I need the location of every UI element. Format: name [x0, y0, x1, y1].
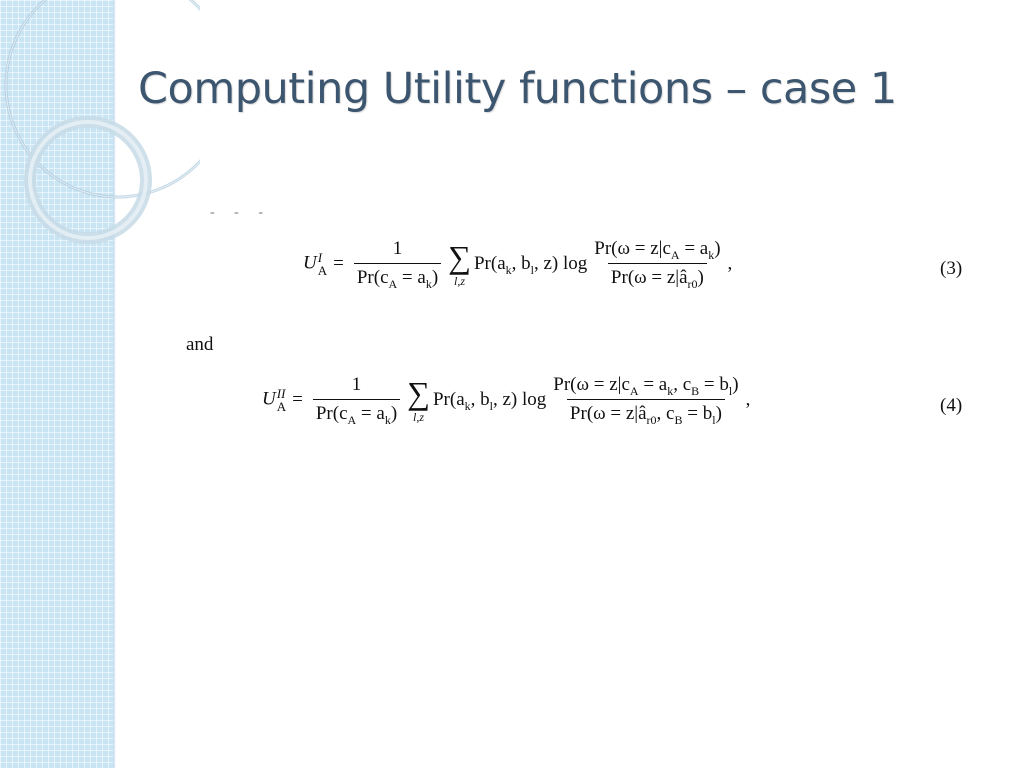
eq3-term-a: Pr(a: [473, 252, 506, 274]
eq3-frac2-den: Pr(ω = z|âr0): [607, 263, 707, 291]
eq3-term-b: , b: [511, 252, 531, 274]
eq3-sum-limits: l,z: [454, 273, 466, 288]
equation-4-number: (4): [940, 395, 963, 416]
eq4-frac2-num-close: ): [732, 374, 739, 395]
eq4-frac1-den-close: ): [390, 403, 398, 424]
decorative-rings: [4, 0, 200, 244]
eq4-trailing-comma: ,: [745, 388, 751, 410]
eq3-term-sub2: l: [530, 262, 534, 277]
eq4-frac2-num-sub2: k: [667, 384, 674, 398]
eq3-frac1-den-sub: A: [388, 277, 398, 291]
eq4-frac2-num-d: = b: [699, 374, 729, 395]
eq4-term-sub1: k: [464, 398, 471, 413]
eq4-frac2-num-sub3: B: [691, 384, 700, 398]
eq3-frac2-den-sub: r0: [687, 277, 698, 291]
eq3-frac2-den-a: Pr(ω = z|â: [610, 267, 688, 288]
eq4-frac1-den-sub: A: [347, 413, 357, 427]
eq4-sum-symbol: ∑: [407, 374, 430, 411]
eq4-term-a: Pr(a: [432, 388, 465, 410]
eq4-term: Pr(ak, bl, z) log: [432, 388, 547, 413]
eq3-fraction-1: 1 Pr(cA = ak): [353, 238, 442, 291]
eq3-frac1-den-b: = a: [397, 267, 426, 288]
eq4-frac2-den-a: Pr(ω = z|â: [569, 403, 647, 424]
eq3-frac2-num-close: ): [714, 238, 721, 259]
eq3-frac1-den-a: Pr(c: [356, 267, 389, 288]
eq3-summation: ∑ l,z: [448, 241, 471, 287]
eq3-frac1-num: 1: [392, 238, 403, 259]
eq3-trailing-comma: ,: [727, 252, 733, 274]
eq3-frac1-den: Pr(cA = ak): [353, 263, 442, 291]
eq4-lhs-var: U: [262, 387, 276, 409]
eq3-frac2-num-a: Pr(ω = z|c: [594, 238, 671, 259]
eq3-term-sub1: k: [505, 262, 512, 277]
eq3-frac1-den-sub2: k: [425, 277, 432, 291]
eq4-frac2-num-c: , c: [673, 374, 692, 395]
eq4-lhs-sub: A: [276, 398, 287, 414]
eq4-frac2-num-sub: A: [629, 384, 639, 398]
large-ring-highlight: [5, 0, 200, 198]
eq3-frac2-den-close: ): [697, 267, 704, 288]
eq4-frac2-den-sub: r0: [646, 413, 657, 427]
eq4-frac2-den: Pr(ω = z|âr0, cB = bl): [566, 399, 725, 427]
eq4-term-b: , b: [470, 388, 490, 410]
eq4-frac2-num-b: = a: [638, 374, 668, 395]
eq3-frac2-num-sub: A: [670, 248, 680, 262]
slide-title: Computing Utility functions – case 1: [138, 64, 897, 114]
eq3-frac2-num-b: = a: [679, 238, 709, 259]
eq4-fraction-1: 1 Pr(cA = ak): [312, 374, 401, 427]
eq3-frac1-den-close: ): [431, 267, 439, 288]
eq3-sum-symbol: ∑: [448, 238, 471, 275]
eq4-frac2-den-sub3: l: [712, 413, 716, 427]
equation-3-number: (3): [940, 258, 963, 279]
eq3-frac2-num-sub2: k: [708, 248, 715, 262]
eq3-fraction-2: Pr(ω = z|cA = ak) Pr(ω = z|âr0): [591, 238, 723, 291]
eq4-frac1-den: Pr(cA = ak): [312, 399, 401, 427]
eq4-frac2-den-sub2: B: [674, 413, 683, 427]
eq3-term: Pr(ak, bl, z) log: [473, 252, 588, 277]
small-ring-highlight: [28, 120, 148, 240]
eq4-frac2-num: Pr(ω = z|cA = ak, cB = bl): [550, 374, 741, 399]
eq4-equals: =: [292, 388, 303, 410]
eq3-frac2-num: Pr(ω = z|cA = ak): [591, 238, 723, 263]
eq4-fraction-2: Pr(ω = z|cA = ak, cB = bl) Pr(ω = z|âr0,…: [550, 374, 741, 427]
eq4-term-c: , z) log: [492, 388, 547, 410]
eq4-frac1-den-sub2: k: [384, 413, 391, 427]
eq3-lhs-sup: I: [317, 249, 323, 265]
eq3-equals: =: [333, 252, 344, 274]
eq4-frac2-den-close: ): [715, 403, 722, 424]
eq4-summation: ∑ l,z: [407, 377, 430, 423]
eq4-term-sub2: l: [489, 398, 493, 413]
eq3-lhs-var: U: [303, 251, 317, 273]
eq4-frac2-den-b: , c: [656, 403, 675, 424]
eq4-frac1-num: 1: [351, 374, 362, 395]
eq4-frac1-den-b: = a: [356, 403, 385, 424]
eq4-lhs-sup: II: [276, 385, 286, 401]
eq3-lhs-sub: A: [317, 262, 328, 278]
strip-edge: [113, 0, 116, 768]
connector-word: and: [186, 334, 214, 355]
partial-text-fragment: - - -: [210, 205, 271, 220]
eq4-frac2-num-sub4: l: [728, 384, 733, 398]
eq4-frac2-den-c: = b: [682, 403, 713, 424]
eq3-term-c: , z) log: [533, 252, 588, 274]
eq4-frac2-num-a: Pr(ω = z|c: [553, 374, 630, 395]
eq4-sum-limits: l,z: [413, 409, 425, 424]
eq4-frac1-den-a: Pr(c: [315, 403, 348, 424]
